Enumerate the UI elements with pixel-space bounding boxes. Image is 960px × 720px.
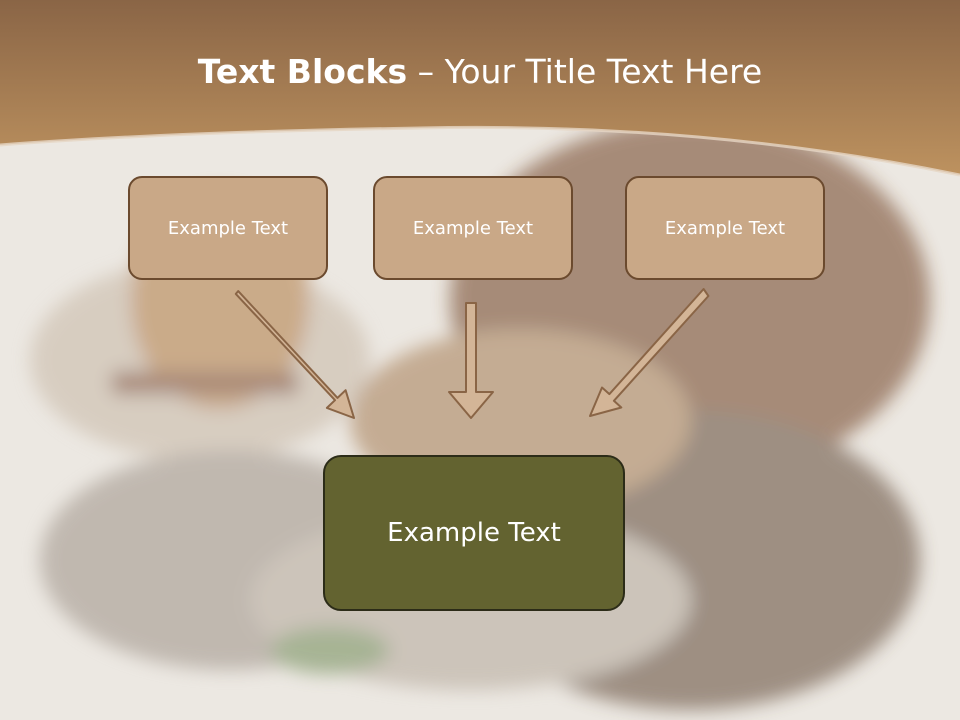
target-block[interactable]: Example Text bbox=[323, 455, 625, 611]
text-block-1[interactable]: Example Text bbox=[128, 176, 328, 280]
title-bold: Text Blocks bbox=[197, 52, 408, 91]
text-block-2-label: Example Text bbox=[412, 217, 534, 239]
text-block-1-label: Example Text bbox=[167, 217, 289, 239]
text-block-3[interactable]: Example Text bbox=[625, 176, 825, 280]
title-dash: – bbox=[417, 52, 435, 91]
text-block-2[interactable]: Example Text bbox=[373, 176, 573, 280]
text-block-3-label: Example Text bbox=[664, 217, 786, 239]
target-block-label: Example Text bbox=[387, 518, 561, 548]
title-rest: Your Title Text Here bbox=[444, 52, 763, 91]
slide-title: Text Blocks – Your Title Text Here bbox=[0, 52, 960, 91]
